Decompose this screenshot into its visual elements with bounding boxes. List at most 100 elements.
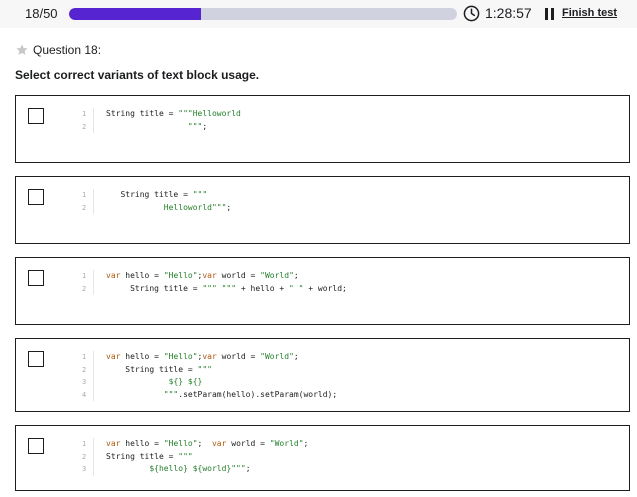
line-number: 1 (82, 440, 87, 448)
code-token: ${} ${} (168, 377, 203, 386)
code-token: ; (226, 202, 232, 212)
code-token: """ (197, 364, 212, 374)
code-token: String title = (106, 283, 203, 293)
code-token: "World" (260, 271, 294, 280)
code-line: String title = """ (106, 364, 337, 377)
code-token: + hello + (236, 283, 290, 293)
code-token: ; (245, 464, 251, 473)
code-token: world = (216, 352, 261, 361)
code-token: var (106, 439, 121, 448)
code-line: """; (106, 121, 241, 134)
code-token: Helloworld""" (163, 202, 227, 212)
option-checkbox[interactable] (28, 351, 44, 367)
code-token: "Hello" (163, 271, 198, 280)
code-token: """ """ (202, 283, 237, 293)
code-token: var (106, 271, 121, 280)
progress-bar-fill (69, 8, 201, 20)
option-checkbox[interactable] (28, 189, 44, 205)
code-token: hello = (120, 271, 164, 280)
star-icon[interactable] (15, 43, 29, 57)
code-token: " " (289, 283, 304, 293)
question-counter: 18/50 (25, 6, 58, 21)
code-token: ; (293, 271, 299, 280)
code-token: """ (187, 121, 203, 131)
code-token: """ (192, 190, 208, 199)
code-snippet: var hello = "Hello"; var world = "World"… (106, 438, 308, 476)
code-token: ; (293, 352, 299, 361)
countdown-timer: 1:28:57 (485, 5, 532, 21)
code-token: var (106, 352, 121, 361)
code-token (106, 390, 164, 399)
code-token: String title = (106, 451, 179, 461)
code-token: ; (303, 439, 309, 448)
code-token: "Hello" (163, 352, 198, 361)
code-line: var hello = "Hello";var world = "World"; (106, 351, 337, 364)
code-token: var (202, 352, 217, 361)
code-token: world = (216, 271, 261, 280)
line-numbers: 1 2 3 4 (82, 351, 94, 401)
option-checkbox[interactable] (28, 438, 44, 454)
code-token: var (211, 439, 227, 448)
code-token: hello = (120, 352, 164, 361)
code-token: """ (178, 451, 193, 461)
code-line: var hello = "Hello"; var world = "World"… (106, 438, 308, 451)
code-line: ${} ${} (106, 376, 337, 389)
code-token: hello = (120, 439, 164, 448)
line-number: 2 (82, 122, 87, 131)
option-checkbox[interactable] (28, 108, 44, 124)
code-token: String title = (106, 109, 179, 118)
code-token: var (202, 271, 217, 280)
code-token: ; (197, 439, 212, 448)
code-token: "World" (260, 352, 294, 361)
code-snippet: String title = """ Helloworld"""; (106, 189, 231, 214)
code-line: var hello = "Hello";var world = "World"; (106, 270, 347, 283)
line-number: 3 (82, 378, 87, 386)
line-number: 2 (82, 284, 87, 293)
line-number: 2 (82, 452, 87, 461)
pause-icon[interactable] (545, 8, 554, 20)
line-number: 4 (82, 390, 87, 399)
line-number: 1 (82, 110, 87, 118)
code-snippet: var hello = "Hello";var world = "World";… (106, 351, 337, 401)
code-line: Helloworld"""; (106, 202, 231, 215)
code-token: + world; (303, 283, 347, 293)
code-line: String title = """ (106, 451, 308, 464)
line-number: 1 (82, 191, 87, 199)
line-number: 2 (82, 203, 87, 212)
code-token: """Helloworld (178, 109, 241, 118)
code-token: .setParam(hello).setParam(world); (178, 389, 338, 399)
code-snippet: String title = """Helloworld """; (106, 108, 241, 133)
code-line: """.setParam(hello).setParam(world); (106, 389, 337, 402)
line-number: 2 (82, 365, 87, 374)
question-label: Question 18: (33, 43, 102, 57)
code-token (106, 377, 169, 386)
clock-icon (463, 5, 480, 22)
question-prompt: Select correct variants of text block us… (15, 68, 260, 82)
code-line: ${hello} ${world}"""; (106, 463, 308, 476)
code-token (106, 464, 149, 473)
line-number: 1 (82, 353, 87, 361)
line-number: 1 (82, 272, 87, 280)
test-header: 18/50 1:28:57 Finish test (0, 0, 637, 28)
code-line: String title = """ """ + hello + " " + w… (106, 283, 347, 296)
code-token: ; (197, 271, 203, 280)
code-token: ; (197, 352, 203, 361)
code-token: ; (202, 121, 208, 131)
code-token: """ (163, 389, 179, 399)
progress-bar (69, 8, 457, 20)
option-checkbox[interactable] (28, 270, 44, 286)
finish-test-button[interactable]: Finish test (562, 7, 618, 19)
code-token: String title = (106, 364, 198, 374)
code-token (106, 203, 164, 212)
code-token (106, 122, 188, 131)
code-token: ${hello} ${world}""" (149, 464, 246, 473)
